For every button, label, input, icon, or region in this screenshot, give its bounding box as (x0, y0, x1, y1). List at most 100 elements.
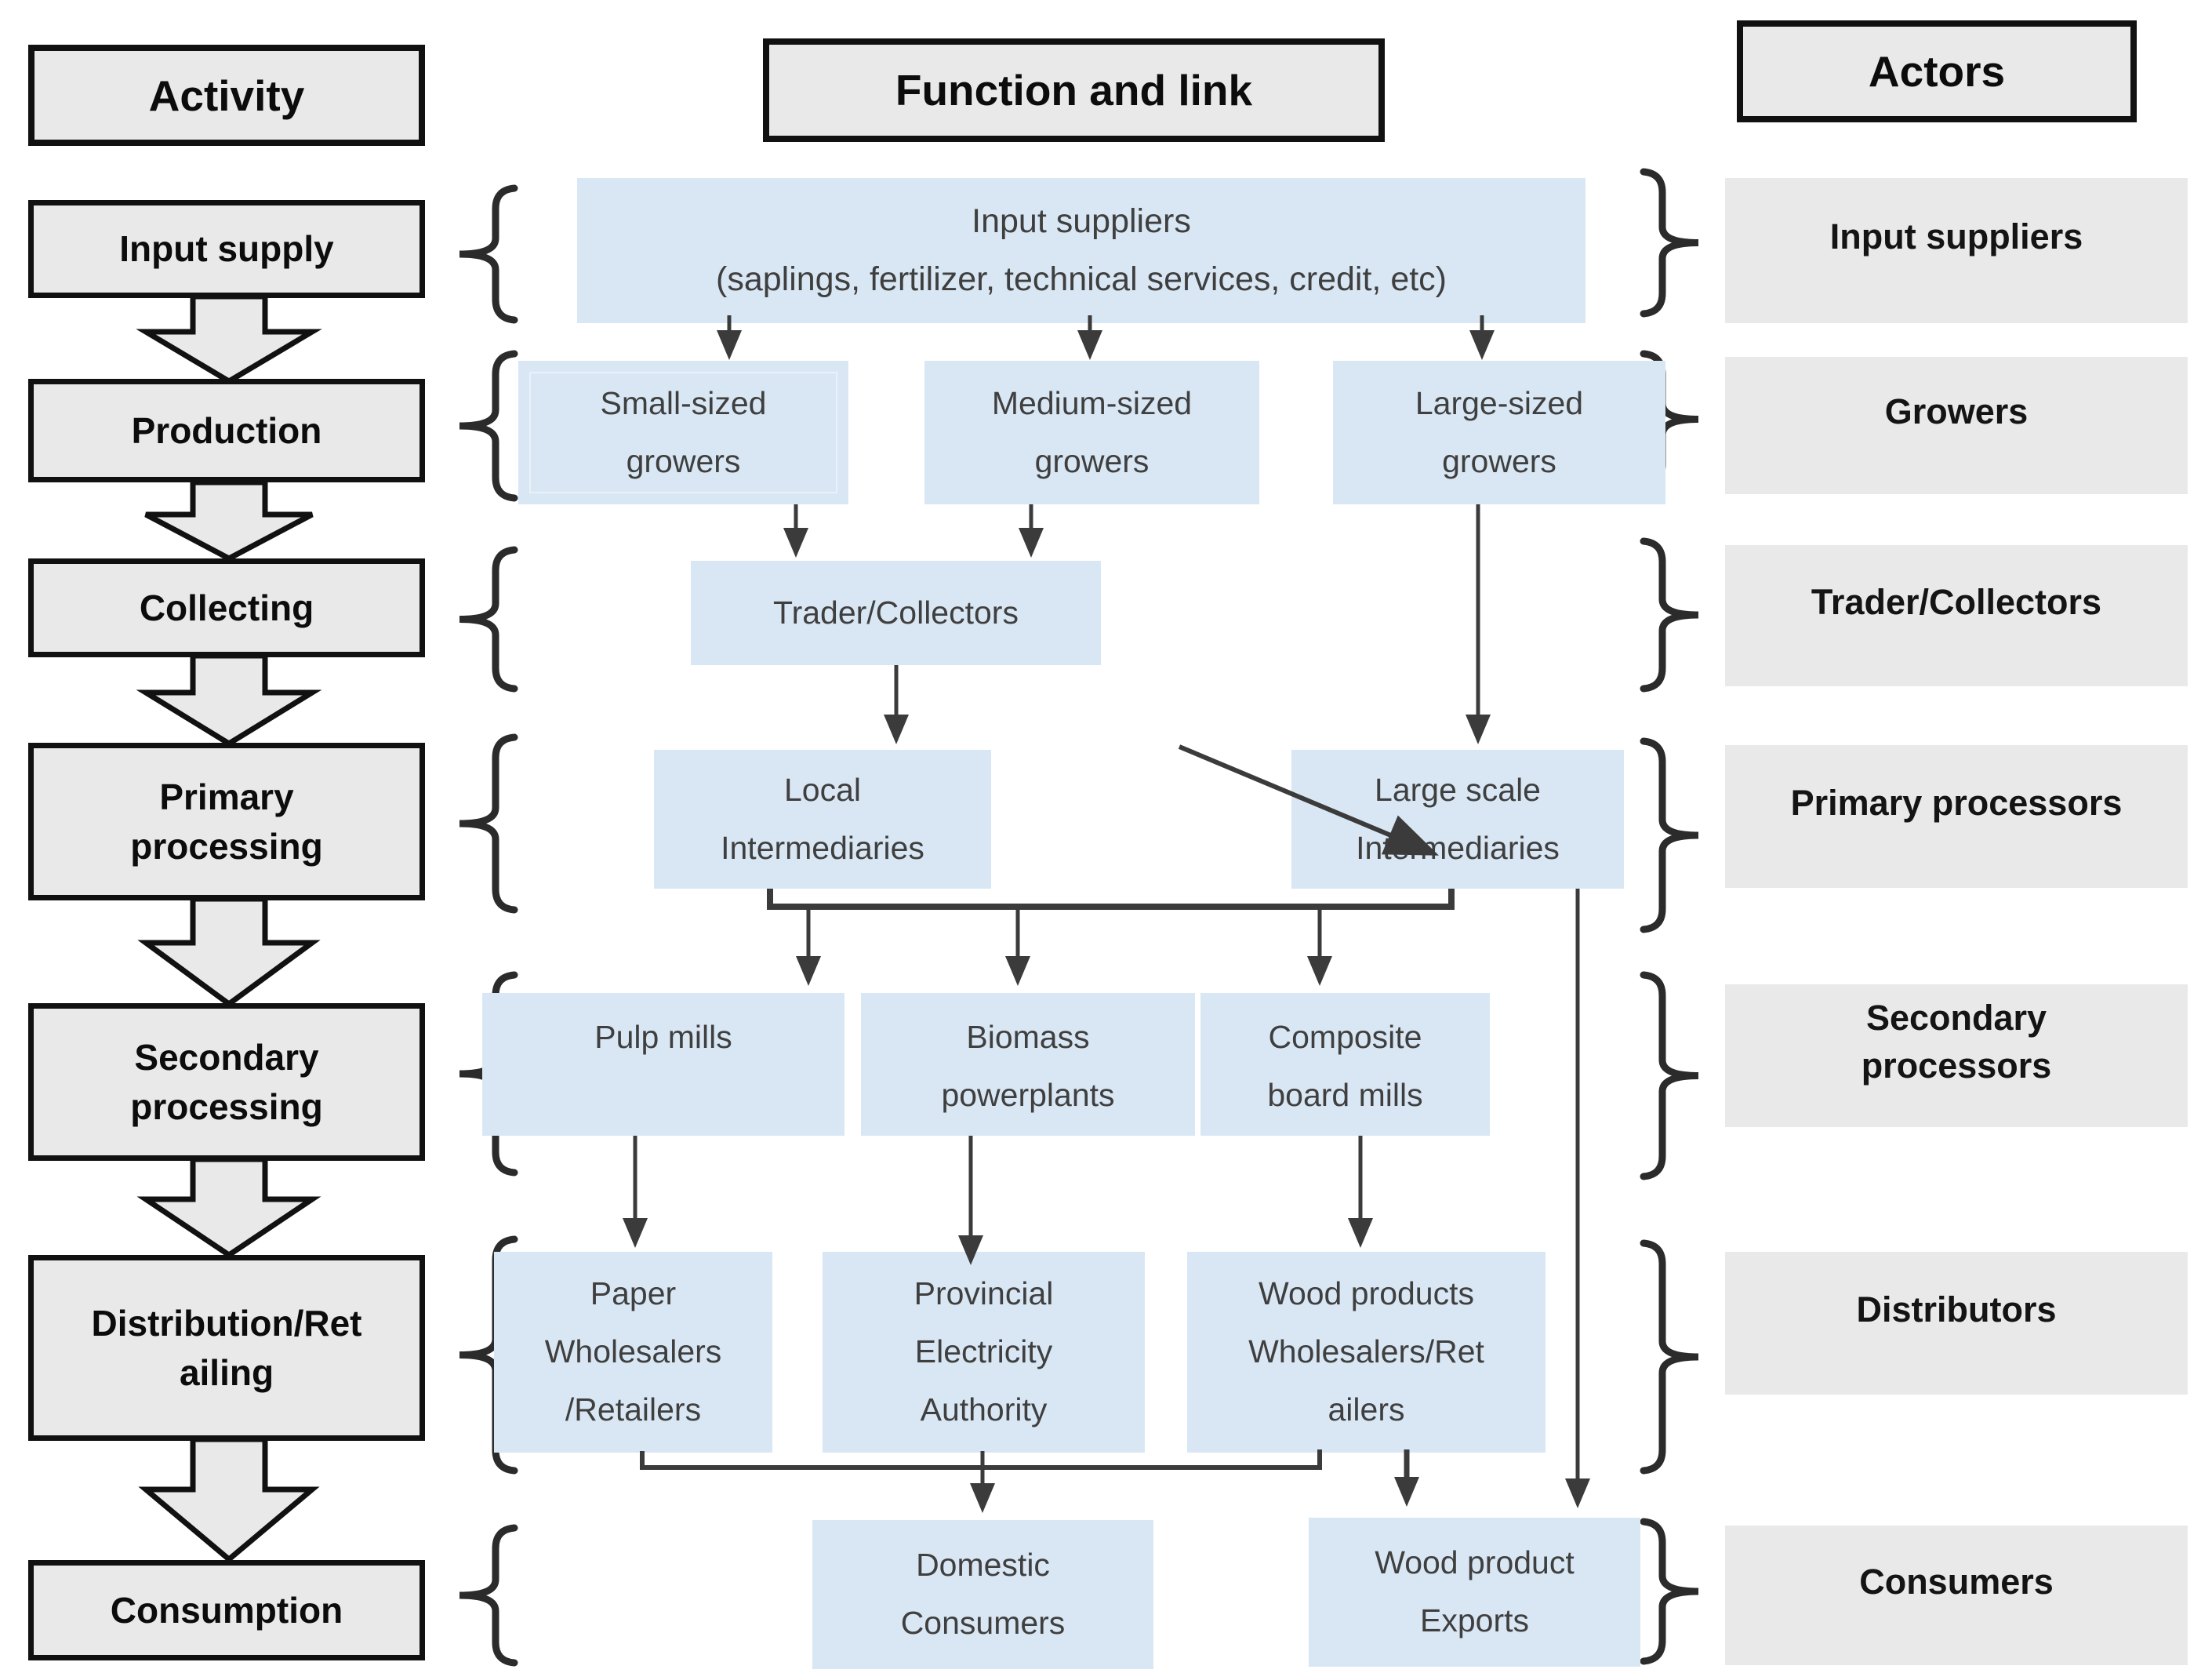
node-label: Wholesalers/Ret (1248, 1333, 1484, 1370)
brace-right-secondary-processors (1640, 971, 1699, 1180)
activity-label: Primary (159, 776, 294, 818)
node-trader-collectors: Trader/Collectors (691, 561, 1101, 665)
activity-header-label: Activity (148, 71, 305, 120)
activity-step-distribution-retailing: Distribution/Ret ailing (28, 1255, 425, 1441)
node-label: ailers (1328, 1391, 1405, 1428)
node-label: /Retailers (565, 1391, 702, 1428)
node-medium-growers: Medium-sized growers (924, 361, 1259, 504)
node-biomass-powerplants: Biomass powerplants (861, 993, 1195, 1136)
node-local-intermediaries: Local Intermediaries (654, 750, 991, 889)
actor-secondary-processors: Secondary processors (1725, 984, 2188, 1127)
activity-label: Input supply (119, 228, 334, 270)
node-label: growers (1034, 442, 1150, 479)
activity-label: processing (130, 1086, 323, 1127)
node-composite-board-mills: Composite board mills (1200, 993, 1490, 1136)
node-label: Small-sized (600, 384, 767, 421)
function-header: Function and link (763, 38, 1385, 142)
node-large-intermediaries: Large scale Intermediaries (1291, 750, 1624, 889)
actor-label: Consumers (1859, 1561, 2054, 1602)
actor-label: processors (1861, 1046, 2052, 1086)
node-label: Consumers (900, 1605, 1066, 1641)
brace-right-consumers (1640, 1518, 1699, 1665)
actor-primary-processors: Primary processors (1725, 745, 2188, 888)
node-label: growers (1442, 442, 1556, 479)
node-label: Exports (1420, 1602, 1529, 1638)
activity-label: Distribution/Ret (91, 1303, 362, 1344)
activity-label: processing (130, 825, 323, 867)
activity-label: ailing (179, 1351, 274, 1393)
activity-step-collecting: Collecting (28, 558, 425, 657)
block-arrow-distribution (138, 1436, 320, 1563)
brace-right-primary-processors (1640, 737, 1699, 933)
brace-right-trader-collectors (1640, 537, 1699, 693)
actor-input-suppliers: Input suppliers (1725, 178, 2188, 323)
node-label: Provincial (913, 1275, 1054, 1312)
block-arrow-production (144, 479, 314, 562)
node-wood-wholesalers: Wood products Wholesalers/Ret ailers (1187, 1252, 1545, 1453)
brace-right-input-suppliers (1640, 168, 1699, 318)
node-label: Large-sized (1415, 384, 1584, 421)
brace-left-input-supply (459, 184, 518, 324)
activity-step-secondary-processing: Secondary processing (28, 1003, 425, 1161)
node-domestic-consumers: Domestic Consumers (812, 1520, 1153, 1669)
node-label: Local (783, 771, 861, 808)
node-label: Electricity (914, 1333, 1053, 1370)
node-label: Composite (1268, 1019, 1422, 1055)
node-label: Intermediaries (1356, 829, 1560, 866)
node-label: Domestic (916, 1547, 1050, 1584)
node-small-growers: Small-sized growers (518, 361, 848, 504)
block-arrow-collecting (136, 653, 322, 747)
actor-label: Trader/Collectors (1811, 581, 2102, 622)
activity-header: Activity (28, 45, 425, 146)
node-label: Intermediaries (721, 829, 924, 866)
node-label: Input suppliers (972, 202, 1191, 241)
node-input-suppliers: Input suppliers (saplings, fertilizer, t… (577, 178, 1585, 323)
actors-header-label: Actors (1868, 47, 2006, 96)
actor-distributors: Distributors (1725, 1252, 2188, 1395)
activity-label: Secondary (134, 1037, 319, 1078)
block-arrow-input-supply (136, 293, 322, 385)
node-label: Medium-sized (991, 384, 1193, 421)
node-label: Large scale (1375, 771, 1541, 808)
activity-label: Consumption (110, 1589, 343, 1631)
actor-label: Primary processors (1790, 782, 2123, 823)
actor-growers: Growers (1725, 357, 2188, 494)
actor-trader-collectors: Trader/Collectors (1725, 545, 2188, 686)
node-label: Authority (920, 1391, 1048, 1428)
activity-step-consumption: Consumption (28, 1560, 425, 1660)
node-label: Pulp mills (594, 1019, 732, 1055)
function-header-label: Function and link (895, 66, 1253, 115)
node-label: Biomass (966, 1019, 1090, 1055)
actors-header: Actors (1737, 20, 2137, 122)
node-wood-exports: Wood product Exports (1309, 1518, 1640, 1667)
activity-label: Collecting (139, 587, 314, 628)
brace-right-distributors (1640, 1239, 1699, 1475)
node-label: Trader/Collectors (773, 594, 1019, 631)
node-label: Wholesalers (544, 1333, 722, 1370)
actor-label: Distributors (1856, 1289, 2057, 1329)
brace-left-production (459, 350, 518, 502)
actor-consumers: Consumers (1725, 1526, 2188, 1665)
node-label: (saplings, fertilizer, technical service… (716, 260, 1447, 298)
node-paper-wholesalers: Paper Wholesalers /Retailers (494, 1252, 772, 1453)
node-pulp-mills: Pulp mills (482, 993, 844, 1136)
activity-step-primary-processing: Primary processing (28, 743, 425, 900)
actor-label: Growers (1884, 391, 2029, 432)
actor-label: Input suppliers (1829, 216, 2083, 257)
brace-left-collecting (459, 546, 518, 693)
connector-intermediaries-bus (767, 889, 1455, 910)
block-arrow-primary (137, 896, 321, 1008)
node-label: powerplants (941, 1076, 1115, 1113)
brace-left-primary (459, 733, 518, 914)
activity-label: Production (131, 409, 322, 451)
node-label: board mills (1267, 1076, 1423, 1113)
node-label: Wood product (1375, 1544, 1575, 1581)
brace-left-consumption (459, 1524, 518, 1667)
node-large-growers: Large-sized growers (1333, 361, 1665, 504)
node-provincial-electricity: Provincial Electricity Authority (823, 1252, 1145, 1453)
node-label: Paper (590, 1275, 677, 1312)
node-label: growers (626, 442, 741, 479)
actor-label: Secondary (1865, 998, 2047, 1038)
activity-step-input-supply: Input supply (28, 200, 425, 298)
